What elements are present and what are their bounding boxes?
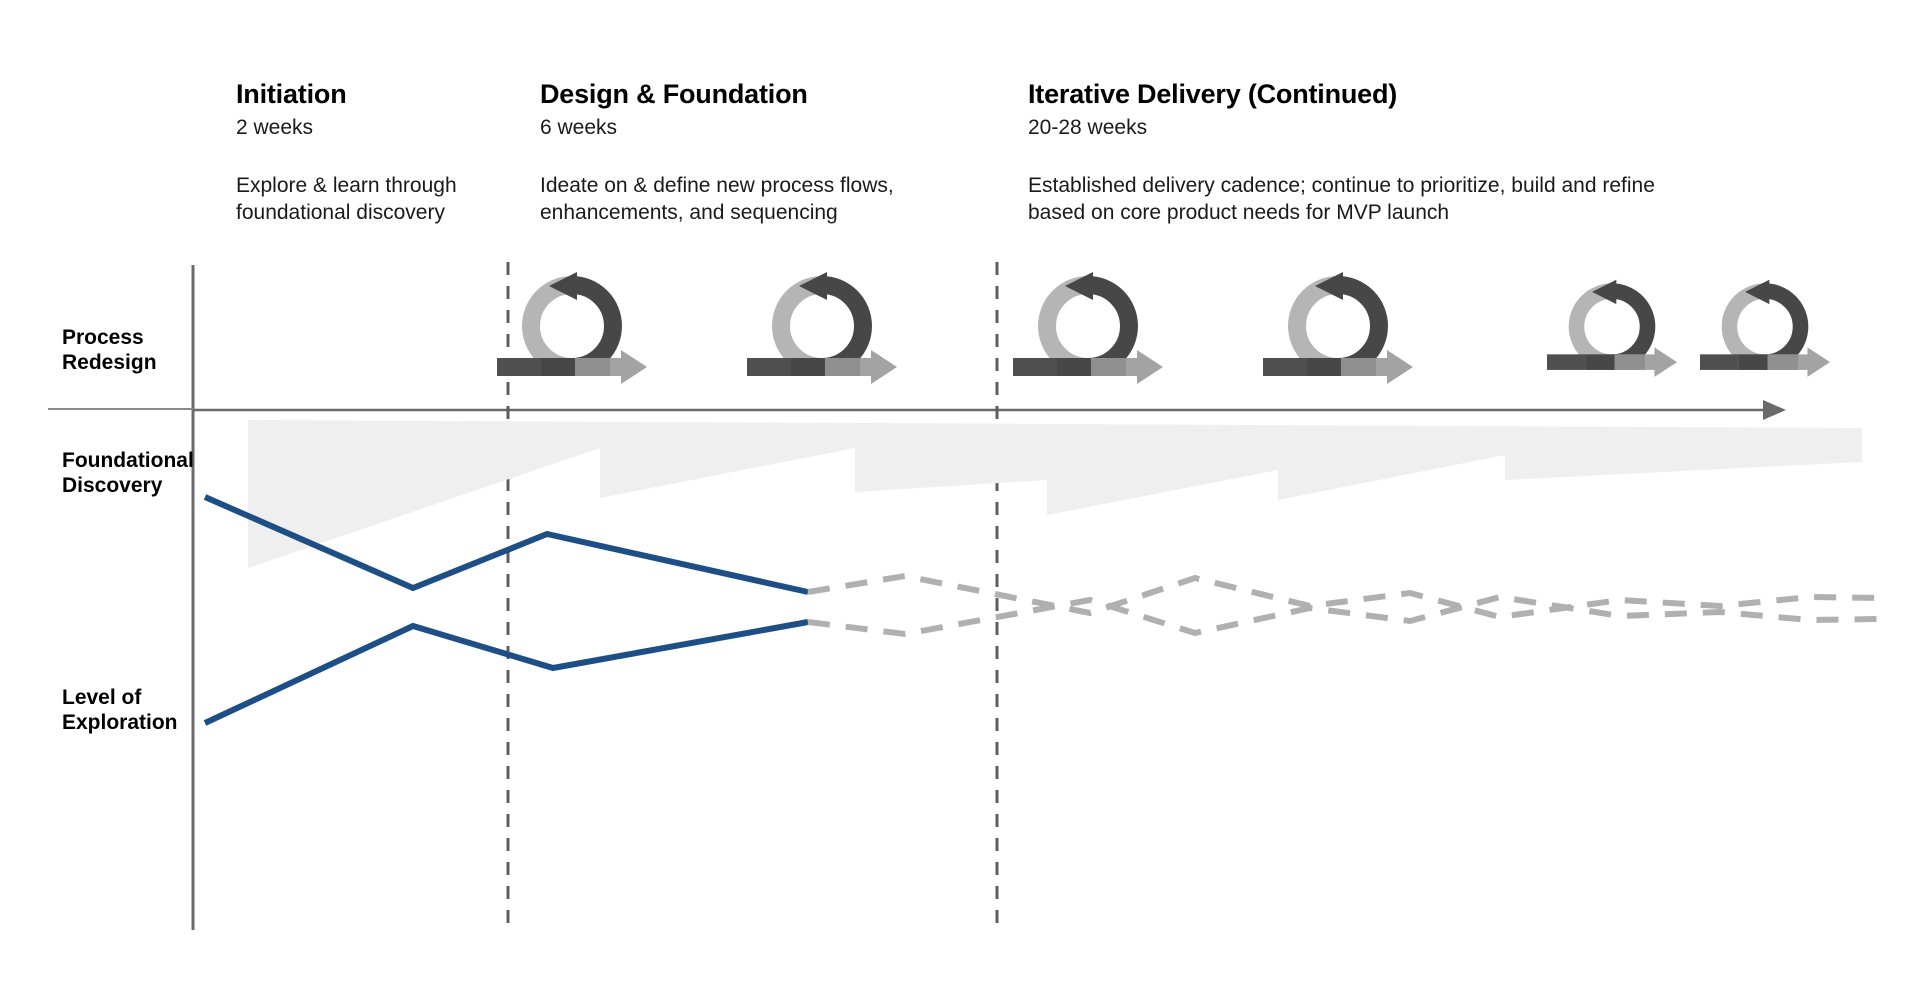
- row-label-process-redesign: Process Redesign: [62, 325, 157, 375]
- phase-column-initiation: Initiation 2 weeks Explore & learn throu…: [236, 80, 506, 227]
- foundational-discovery-wedge: [248, 420, 1862, 568]
- timeline-arrow-head: [1763, 400, 1786, 420]
- row-label-line-2: Exploration: [62, 711, 178, 735]
- phase-description: Established delivery cadence; continue t…: [1028, 174, 1655, 225]
- sprint-icon-6: [1700, 280, 1830, 377]
- row-label-line-2: Redesign: [62, 351, 157, 375]
- phase-description: Explore & learn through foundational dis…: [236, 174, 457, 225]
- sprint-icon-3: [1013, 272, 1163, 384]
- row-label-line-1: Foundational: [62, 449, 194, 472]
- exploration-upper-solid: [203, 494, 809, 595]
- phase-title: Iterative Delivery (Continued): [1028, 79, 1398, 109]
- row-label-level-of-exploration: Level of Exploration: [62, 685, 178, 735]
- phase-duration: 20-28 weeks: [1028, 116, 1148, 140]
- row-label-foundational-discovery: Foundational Discovery: [62, 448, 194, 498]
- sprint-icon-4: [1263, 272, 1413, 384]
- exploration-lower-solid: [203, 619, 809, 726]
- sprint-icon-1: [497, 272, 647, 384]
- row-label-line-1: Process: [62, 326, 144, 349]
- exploration-lower-dashed: [807, 593, 1881, 638]
- phase-duration: 6 weeks: [540, 116, 618, 140]
- sprint-icon-group: [497, 272, 1830, 384]
- row-label-line-1: Level of: [62, 686, 142, 709]
- sprint-icon-5: [1547, 280, 1677, 377]
- phase-duration: 2 weeks: [236, 116, 314, 140]
- exploration-upper-dashed: [807, 572, 1881, 621]
- phase-title: Initiation: [236, 79, 347, 109]
- row-label-line-2: Discovery: [62, 474, 163, 498]
- phase-column-iterative-delivery: Iterative Delivery (Continued) 20-28 wee…: [1028, 80, 1688, 227]
- sprint-icon-2: [747, 272, 897, 384]
- phase-column-design-foundation: Design & Foundation 6 weeks Ideate on & …: [540, 80, 960, 227]
- phase-description: Ideate on & define new process flows, en…: [540, 174, 894, 225]
- phase-title: Design & Foundation: [540, 79, 808, 109]
